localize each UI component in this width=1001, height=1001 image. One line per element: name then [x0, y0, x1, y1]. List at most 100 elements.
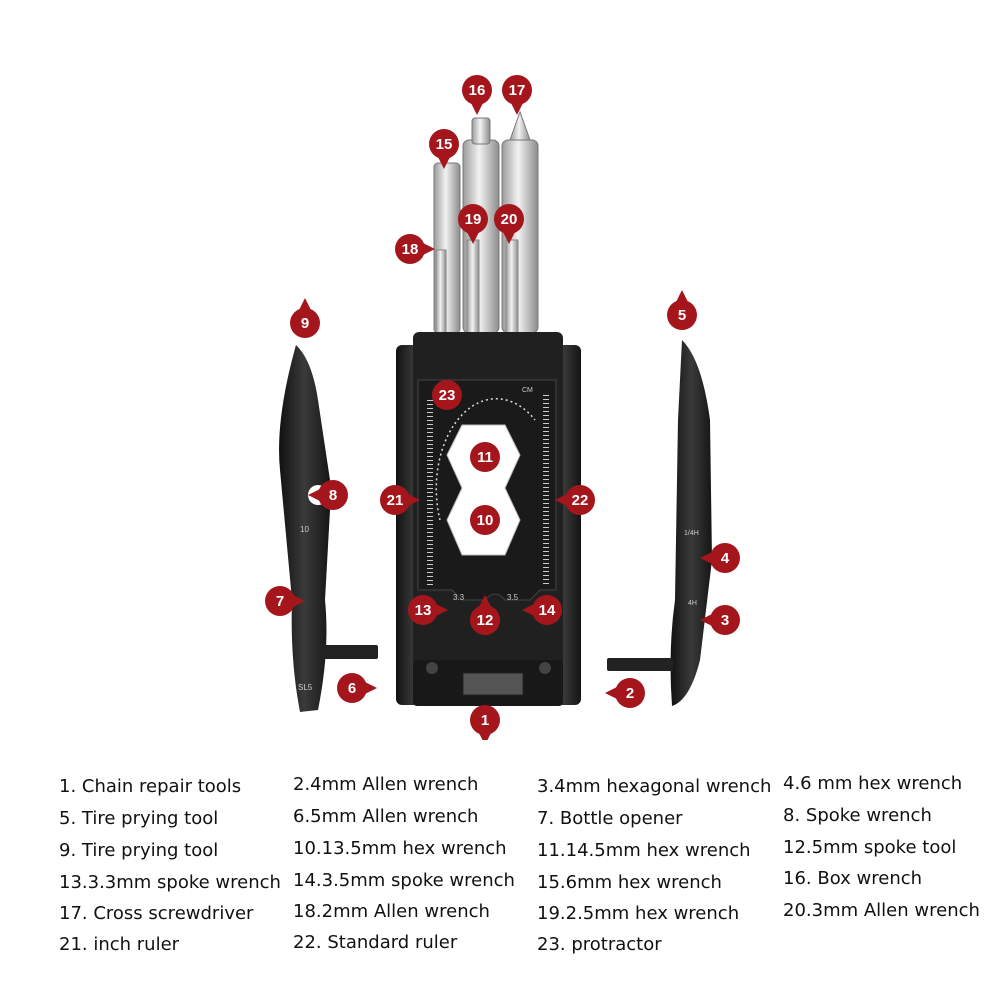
callout-marker-3: 3 — [700, 605, 740, 635]
callout-marker-10: 10 — [470, 505, 500, 535]
callout-circle — [395, 234, 425, 264]
callout-marker-14: 14 — [522, 595, 562, 625]
legend-item-6: 6.5mm Allen wrench — [293, 806, 479, 827]
cross-screwdriver-tip — [509, 110, 531, 141]
callout-number: 9 — [301, 315, 309, 332]
right-tire-lever: 1/4H 4H — [607, 340, 712, 706]
callout-number: 11 — [477, 449, 493, 466]
callout-circle — [532, 595, 562, 625]
hex-cutout — [446, 424, 521, 556]
allen-2mm — [435, 249, 447, 336]
right-lever-hex-text: 1/4H — [684, 530, 699, 537]
multitool-illustration: CM 3.3 3.5 10 SL5 1/4H 4H 12345678910111… — [265, 75, 740, 740]
callout-circle — [494, 204, 524, 234]
callout-marker-2: 2 — [605, 678, 645, 708]
callout-number: 12 — [477, 612, 494, 629]
callout-circle — [710, 605, 740, 635]
chain-tool-spring — [462, 672, 524, 696]
legend-item-5: 5. Tire prying tool — [59, 808, 219, 829]
callout-number: 2 — [626, 685, 634, 702]
spoke-small-text: 3.3 — [453, 593, 465, 602]
legend-item-11: 11.14.5mm hex wrench — [537, 840, 751, 861]
callout-number: 6 — [348, 680, 356, 697]
callout-number: 17 — [509, 82, 526, 99]
callout-marker-13: 13 — [408, 595, 448, 625]
callout-circle — [470, 705, 500, 735]
legend-item-23: 23. protractor — [537, 934, 662, 955]
left-tire-lever: 10 SL5 — [279, 345, 378, 712]
callout-number: 3 — [721, 612, 729, 629]
callout-circle — [318, 480, 348, 510]
callout-number: 14 — [539, 602, 556, 619]
callout-number: 19 — [465, 211, 482, 228]
callout-marker-20: 20 — [494, 204, 524, 244]
hex-2-5mm — [466, 239, 480, 336]
bit-tools — [433, 110, 539, 336]
callout-number: 20 — [501, 211, 518, 228]
callout-marker-16: 16 — [462, 75, 492, 115]
legend-item-15: 15.6mm hex wrench — [537, 872, 722, 893]
callout-marker-17: 17 — [502, 75, 532, 115]
callout-number: 18 — [402, 241, 419, 258]
box-wrench-tip — [471, 117, 491, 145]
callout-number: 23 — [439, 387, 456, 404]
legend-item-4: 4.6 mm hex wrench — [783, 773, 963, 794]
legend-item-17: 17. Cross screwdriver — [59, 903, 254, 924]
callout-circle — [429, 129, 459, 159]
legend-item-12: 12.5mm spoke tool — [783, 837, 957, 858]
callout-circle — [565, 485, 595, 515]
callout-number: 8 — [329, 487, 337, 504]
callout-circle — [432, 380, 462, 410]
legend-item-7: 7. Bottle opener — [537, 808, 683, 829]
callout-circle — [408, 595, 438, 625]
callout-marker-22: 22 — [555, 485, 595, 515]
legend: 1. Chain repair tools 5. Tire prying too… — [0, 760, 1001, 990]
callout-marker-8: 8 — [308, 480, 348, 510]
callout-marker-6: 6 — [337, 673, 377, 703]
callout-circle — [290, 308, 320, 338]
legend-item-1: 1. Chain repair tools — [59, 776, 242, 797]
callout-marker-19: 19 — [458, 204, 488, 244]
callout-marker-12: 12 — [470, 595, 500, 635]
left-lever-size-text: 10 — [300, 525, 309, 534]
allen-5mm-bar — [322, 645, 378, 659]
ruler-unit-text: CM — [522, 387, 533, 394]
callout-number: 22 — [572, 492, 589, 509]
callout-marker-5: 5 — [667, 290, 697, 330]
callout-circle — [462, 75, 492, 105]
callout-number: 10 — [477, 512, 494, 529]
callout-number: 1 — [481, 712, 489, 729]
callout-circle — [615, 678, 645, 708]
callout-number: 21 — [387, 492, 404, 509]
callout-circle — [337, 673, 367, 703]
legend-item-14: 14.3.5mm spoke wrench — [293, 870, 515, 891]
callout-circle — [667, 300, 697, 330]
allen-4mm-bar — [607, 658, 673, 671]
callout-number: 4 — [721, 550, 730, 567]
left-lever-code-text: SL5 — [298, 683, 313, 692]
bolt — [539, 662, 551, 674]
callout-number: 15 — [436, 136, 453, 153]
callout-circle — [470, 442, 500, 472]
callout-number: 16 — [469, 82, 486, 99]
callout-marker-23: 23 — [432, 380, 462, 410]
legend-item-10: 10.13.5mm hex wrench — [293, 838, 507, 859]
callout-circle — [470, 605, 500, 635]
callout-marker-15: 15 — [429, 129, 459, 169]
allen-3mm — [505, 239, 519, 336]
callout-marker-21: 21 — [380, 485, 420, 515]
callout-circle — [380, 485, 410, 515]
legend-item-3: 3.4mm hexagonal wrench — [537, 776, 772, 797]
callout-circle — [458, 204, 488, 234]
callout-number: 13 — [415, 602, 432, 619]
legend-item-13: 13.3.3mm spoke wrench — [59, 872, 281, 893]
legend-item-19: 19.2.5mm hex wrench — [537, 903, 740, 924]
callout-circle — [502, 75, 532, 105]
legend-item-2: 2.4mm Allen wrench — [293, 774, 479, 795]
legend-item-16: 16. Box wrench — [783, 868, 923, 889]
spoke-large-text: 3.5 — [507, 593, 519, 602]
right-lever-hex2-text: 4H — [688, 600, 697, 607]
callout-marker-4: 4 — [700, 543, 740, 573]
callout-number: 7 — [276, 593, 284, 610]
legend-item-18: 18.2mm Allen wrench — [293, 901, 490, 922]
